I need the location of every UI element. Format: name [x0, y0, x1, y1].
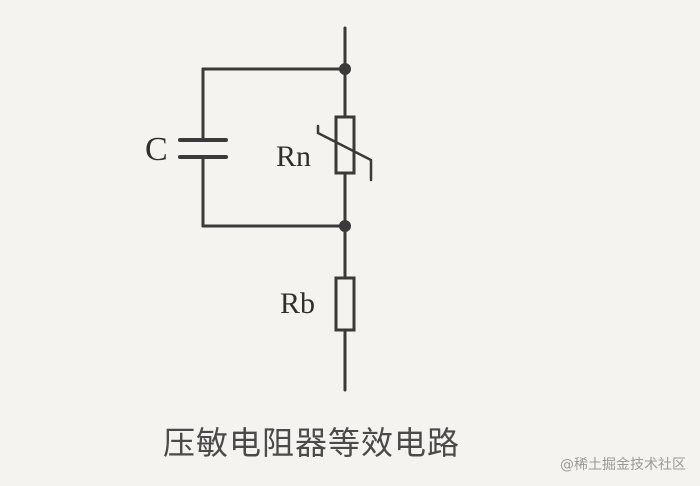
junction-dot-bottom: [339, 220, 351, 232]
resistor-body: [334, 276, 356, 332]
varistor-nonlinear-mark: [316, 124, 373, 182]
capacitor-label: C: [145, 131, 168, 168]
resistor-label: Rb: [280, 287, 315, 320]
junction-dot-top: [339, 63, 351, 75]
watermark: @稀土掘金技术社区: [560, 457, 686, 473]
diagram-caption: 压敏电阻器等效电路: [163, 424, 461, 462]
varistor-body: [334, 115, 356, 175]
varistor-label: Rn: [276, 140, 311, 173]
